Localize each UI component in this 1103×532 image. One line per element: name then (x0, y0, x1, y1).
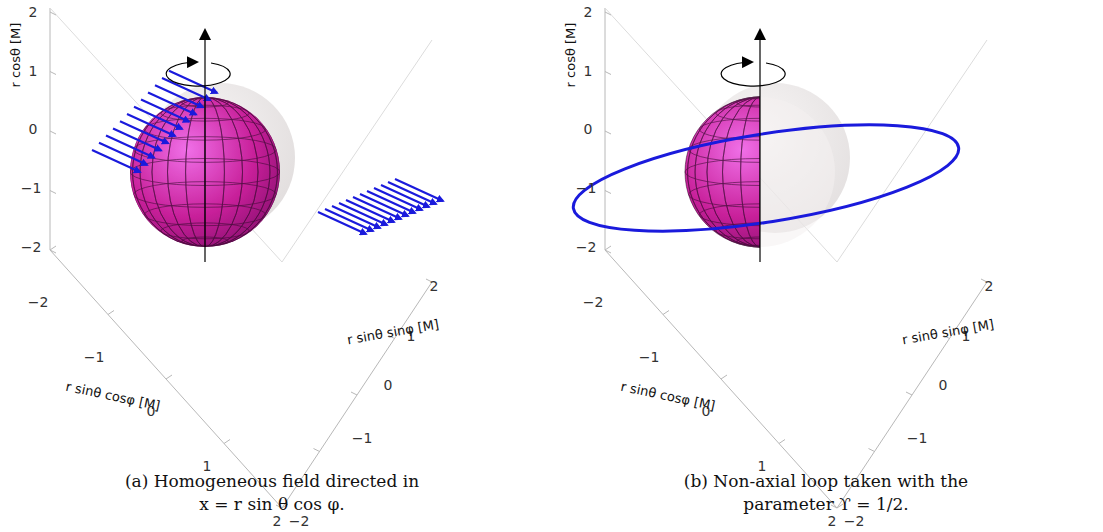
subfigure-caption: (a) Homogeneous field directed in x = r … (122, 470, 422, 516)
rotation-arrow (721, 62, 785, 86)
tick-mark (50, 131, 56, 134)
tick-mark (224, 440, 230, 444)
tick-label: −1 (576, 181, 597, 195)
tick-label: 2 (828, 514, 837, 528)
tick-label: 0 (939, 378, 948, 392)
field-arrow (395, 179, 443, 201)
tick-label: 2 (430, 279, 439, 293)
field-arrow (374, 188, 422, 210)
tick-mark (166, 375, 172, 379)
field-arrow (367, 191, 415, 213)
field-arrow (388, 182, 436, 204)
tick-label: 2 (273, 514, 282, 528)
tick-mark (605, 131, 611, 134)
latitude-line (699, 204, 760, 226)
tick-label: 1 (203, 459, 212, 473)
bounding-box (50, 8, 432, 262)
tick-mark (50, 12, 56, 15)
field-arrow (381, 185, 429, 207)
tick-mark (906, 392, 912, 395)
subfigure-caption: (b) Non-axial loop taken with the parame… (676, 470, 976, 516)
field-arrow (148, 92, 196, 114)
field-arrow (134, 107, 182, 129)
axis-label: r sinθ sinφ [M] (901, 318, 995, 347)
field-arrow (360, 194, 408, 216)
tick-mark (605, 72, 611, 75)
axis-label: r sinθ cosφ [M] (620, 380, 717, 413)
field-arrow (332, 206, 380, 228)
field-arrow (162, 78, 210, 100)
tick-mark (351, 392, 357, 395)
field-arrow (113, 128, 161, 150)
field-arrow (141, 100, 189, 122)
field-arrow (339, 203, 387, 225)
tick-label: 1 (758, 459, 767, 473)
rotation-axis (204, 30, 205, 262)
field-arrow (155, 85, 203, 107)
field-arrow (318, 212, 366, 234)
tick-label: 0 (384, 378, 393, 392)
field-arrow (325, 209, 373, 231)
field-arrow (127, 114, 175, 136)
tick-label: −1 (21, 181, 42, 195)
bounding-box (50, 8, 432, 508)
tick-label: 1 (29, 64, 38, 78)
tick-label: −1 (84, 350, 105, 364)
tick-mark (779, 440, 785, 444)
tick-label: 0 (584, 122, 593, 136)
tick-mark (605, 12, 611, 15)
tick-mark (50, 72, 56, 75)
tick-mark (605, 246, 611, 250)
tick-label: 1 (584, 64, 593, 78)
tick-label: 0 (29, 122, 38, 136)
tick-label: 2 (29, 5, 38, 19)
axis-label: r cosθ [M] (564, 23, 577, 88)
tick-label: −2 (844, 514, 865, 528)
field-arrow (120, 121, 168, 143)
tick-mark (50, 250, 56, 253)
tick-label: 2 (985, 279, 994, 293)
axis-label: r cosθ [M] (9, 23, 22, 88)
axis-label: r sinθ sinφ [M] (346, 318, 440, 347)
tick-mark (721, 375, 727, 379)
axis-label: r sinθ cosφ [M] (65, 380, 162, 413)
tick-mark (314, 449, 320, 452)
tick-label: −2 (289, 514, 310, 528)
field-arrow (92, 150, 140, 172)
tick-label: −1 (907, 431, 928, 445)
tick-label: −2 (576, 240, 597, 254)
tick-mark (869, 449, 875, 452)
tick-label: 2 (584, 5, 593, 19)
field-arrow (353, 197, 401, 219)
tick-label: −1 (352, 431, 373, 445)
tick-label: −2 (28, 295, 49, 309)
bounding-box (605, 8, 987, 262)
bounding-box (605, 8, 987, 508)
field-arrow (169, 71, 217, 93)
rotation-arrow (166, 62, 230, 86)
tick-mark (50, 246, 56, 250)
field-arrow (99, 143, 147, 165)
tick-label: −2 (583, 295, 604, 309)
field-arrow (346, 200, 394, 222)
tick-label: −2 (21, 240, 42, 254)
tick-mark (663, 311, 669, 315)
rotation-axis (759, 30, 760, 262)
tick-mark (605, 250, 611, 253)
current-loop (567, 104, 966, 252)
tick-mark (50, 191, 56, 194)
field-arrow (106, 136, 154, 158)
tick-mark (108, 311, 114, 315)
tick-mark (605, 191, 611, 194)
tick-label: −1 (639, 350, 660, 364)
